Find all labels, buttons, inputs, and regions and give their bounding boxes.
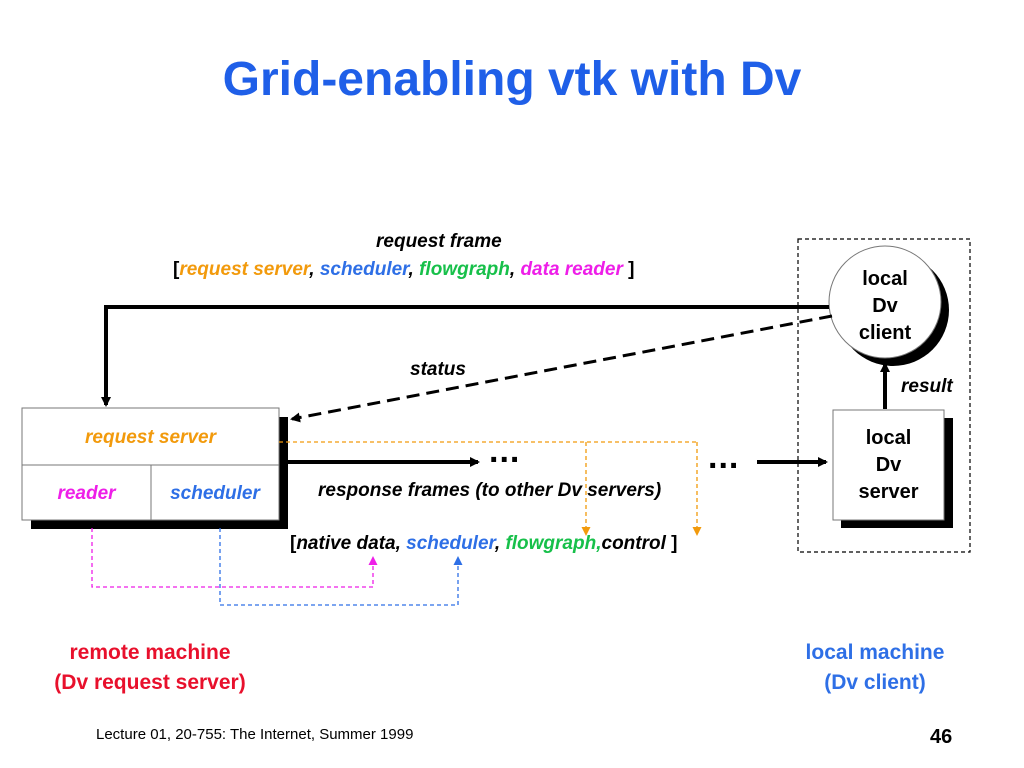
request-frame-close: ] (628, 259, 635, 280)
response-frame-open: [ (290, 533, 297, 554)
local-machine-line2: (Dv client) (824, 671, 926, 694)
reader-label: reader (57, 483, 116, 504)
status-label: status (410, 359, 466, 380)
request-frame-item-request-server: request server (179, 259, 310, 280)
local-machine-line1: local machine (805, 641, 945, 664)
local-server-line3: server (858, 481, 919, 503)
ellipsis-right: ... (708, 438, 740, 476)
ellipsis-left: ... (489, 432, 521, 470)
request-frame-sep1: , (309, 259, 315, 280)
request-frame-item-data-reader: data reader (520, 259, 623, 280)
scheduler-label: scheduler (170, 483, 260, 504)
local-client-line2: Dv (872, 295, 898, 317)
local-server-line1: local (865, 427, 912, 449)
slide-title: Grid-enabling vtk with Dv (222, 53, 802, 106)
local-client-line3: client (858, 322, 912, 344)
remote-machine-label: remote machine (Dv request server) (20, 638, 280, 698)
local-client-line1: local (862, 268, 908, 290)
remote-machine-line2: (Dv request server) (54, 671, 246, 694)
local-machine-label: local machine (Dv client) (770, 638, 980, 698)
footer-text: Lecture 01, 20-755: The Internet, Summer… (96, 726, 414, 743)
local-client-circle (828, 245, 942, 359)
status-arrow (290, 314, 833, 423)
response-frame-sep2: , (494, 533, 501, 554)
response-frame-item-flowgraph: flowgraph, (505, 533, 602, 554)
request-frame-arrow (101, 305, 829, 407)
response-frame-item-control: control (601, 533, 666, 554)
response-frame-close: ] (671, 533, 678, 554)
request-frame-contents: [request server, scheduler, flowgraph, d… (173, 259, 635, 281)
request-frame-sep2: , (408, 259, 414, 280)
request-server-label: request server (85, 427, 216, 448)
local-machine-boundary (797, 238, 971, 553)
local-server-box (832, 409, 945, 521)
request-frame-label: request frame (376, 231, 502, 252)
request-frame-item-flowgraph: flowgraph (419, 259, 510, 280)
request-frame-sep3: , (509, 259, 516, 280)
response-frame-item-scheduler: scheduler (406, 533, 495, 554)
request-frame-open: [ (173, 259, 180, 280)
remote-machine-line1: remote machine (69, 641, 231, 664)
page-number: 46 (930, 726, 953, 748)
result-label: result (901, 376, 953, 397)
local-client-label: local Dv client (829, 266, 941, 347)
response-frame-contents: [native data, scheduler, flowgraph,contr… (290, 533, 678, 555)
response-frames-label: response frames (to other Dv servers) (318, 480, 662, 501)
magenta-dashed-arrow (91, 528, 378, 588)
request-frame-item-scheduler: scheduler (319, 259, 409, 280)
local-server-label: local Dv server (833, 425, 944, 506)
local-server-line2: Dv (875, 454, 902, 476)
response-frame-item-native-data: native data, (296, 533, 401, 554)
blue-dashed-arrow (219, 528, 463, 606)
